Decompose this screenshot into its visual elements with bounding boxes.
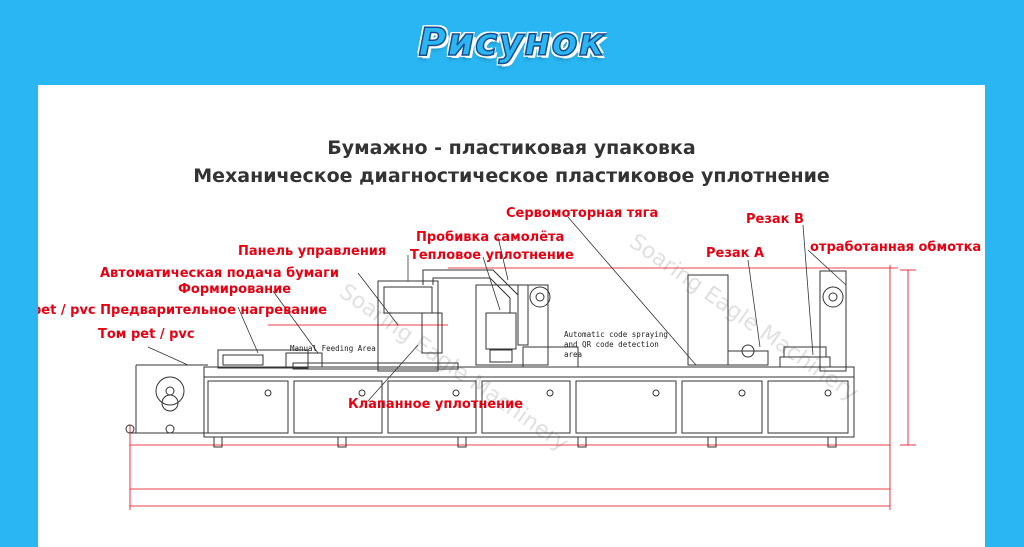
label-airplane-punch: Пробивка самолёта xyxy=(416,230,564,245)
banner: Рисунок xyxy=(0,0,1024,84)
annotation-auto-code-2: and QR code detection xyxy=(564,340,659,349)
label-control-panel: Панель управления xyxy=(238,244,386,259)
label-cutter-b: Резак B xyxy=(746,212,804,227)
diagram-title-line1: Бумажно - пластиковая упаковка xyxy=(327,137,696,159)
diagram-title-line2: Механическое диагностическое пластиковое… xyxy=(193,165,830,187)
dimension-lines xyxy=(129,265,916,510)
annotation-auto-code-3: area xyxy=(564,350,582,359)
label-valve-seal: Клапанное уплотнение xyxy=(348,397,523,412)
annotation-manual-feeding: Manual Feeding Area xyxy=(290,344,376,353)
label-servo: Сервомоторная тяга xyxy=(506,206,658,221)
label-roll: Том pet / pvc xyxy=(98,327,195,342)
label-auto-paper-feed: Автоматическая подача бумаги xyxy=(100,266,339,281)
diagram-panel: Бумажно - пластиковая упаковка Механичес… xyxy=(38,85,985,547)
label-cutter-a: Резак A xyxy=(706,246,764,261)
leader-lines xyxy=(147,216,847,402)
label-heat-seal: Тепловое уплотнение xyxy=(410,248,574,263)
banner-title: Рисунок xyxy=(418,19,606,65)
label-forming: Формирование xyxy=(178,282,291,297)
label-waste-winding: отработанная обмотка xyxy=(810,240,981,255)
label-preheat: pet / pvc Предварительное нагревание xyxy=(38,303,327,318)
machine-drawing: Soaring Eagle Machinery Soaring Eagle Ma… xyxy=(38,206,981,510)
annotation-auto-code-1: Automatic code spraying xyxy=(564,330,668,339)
